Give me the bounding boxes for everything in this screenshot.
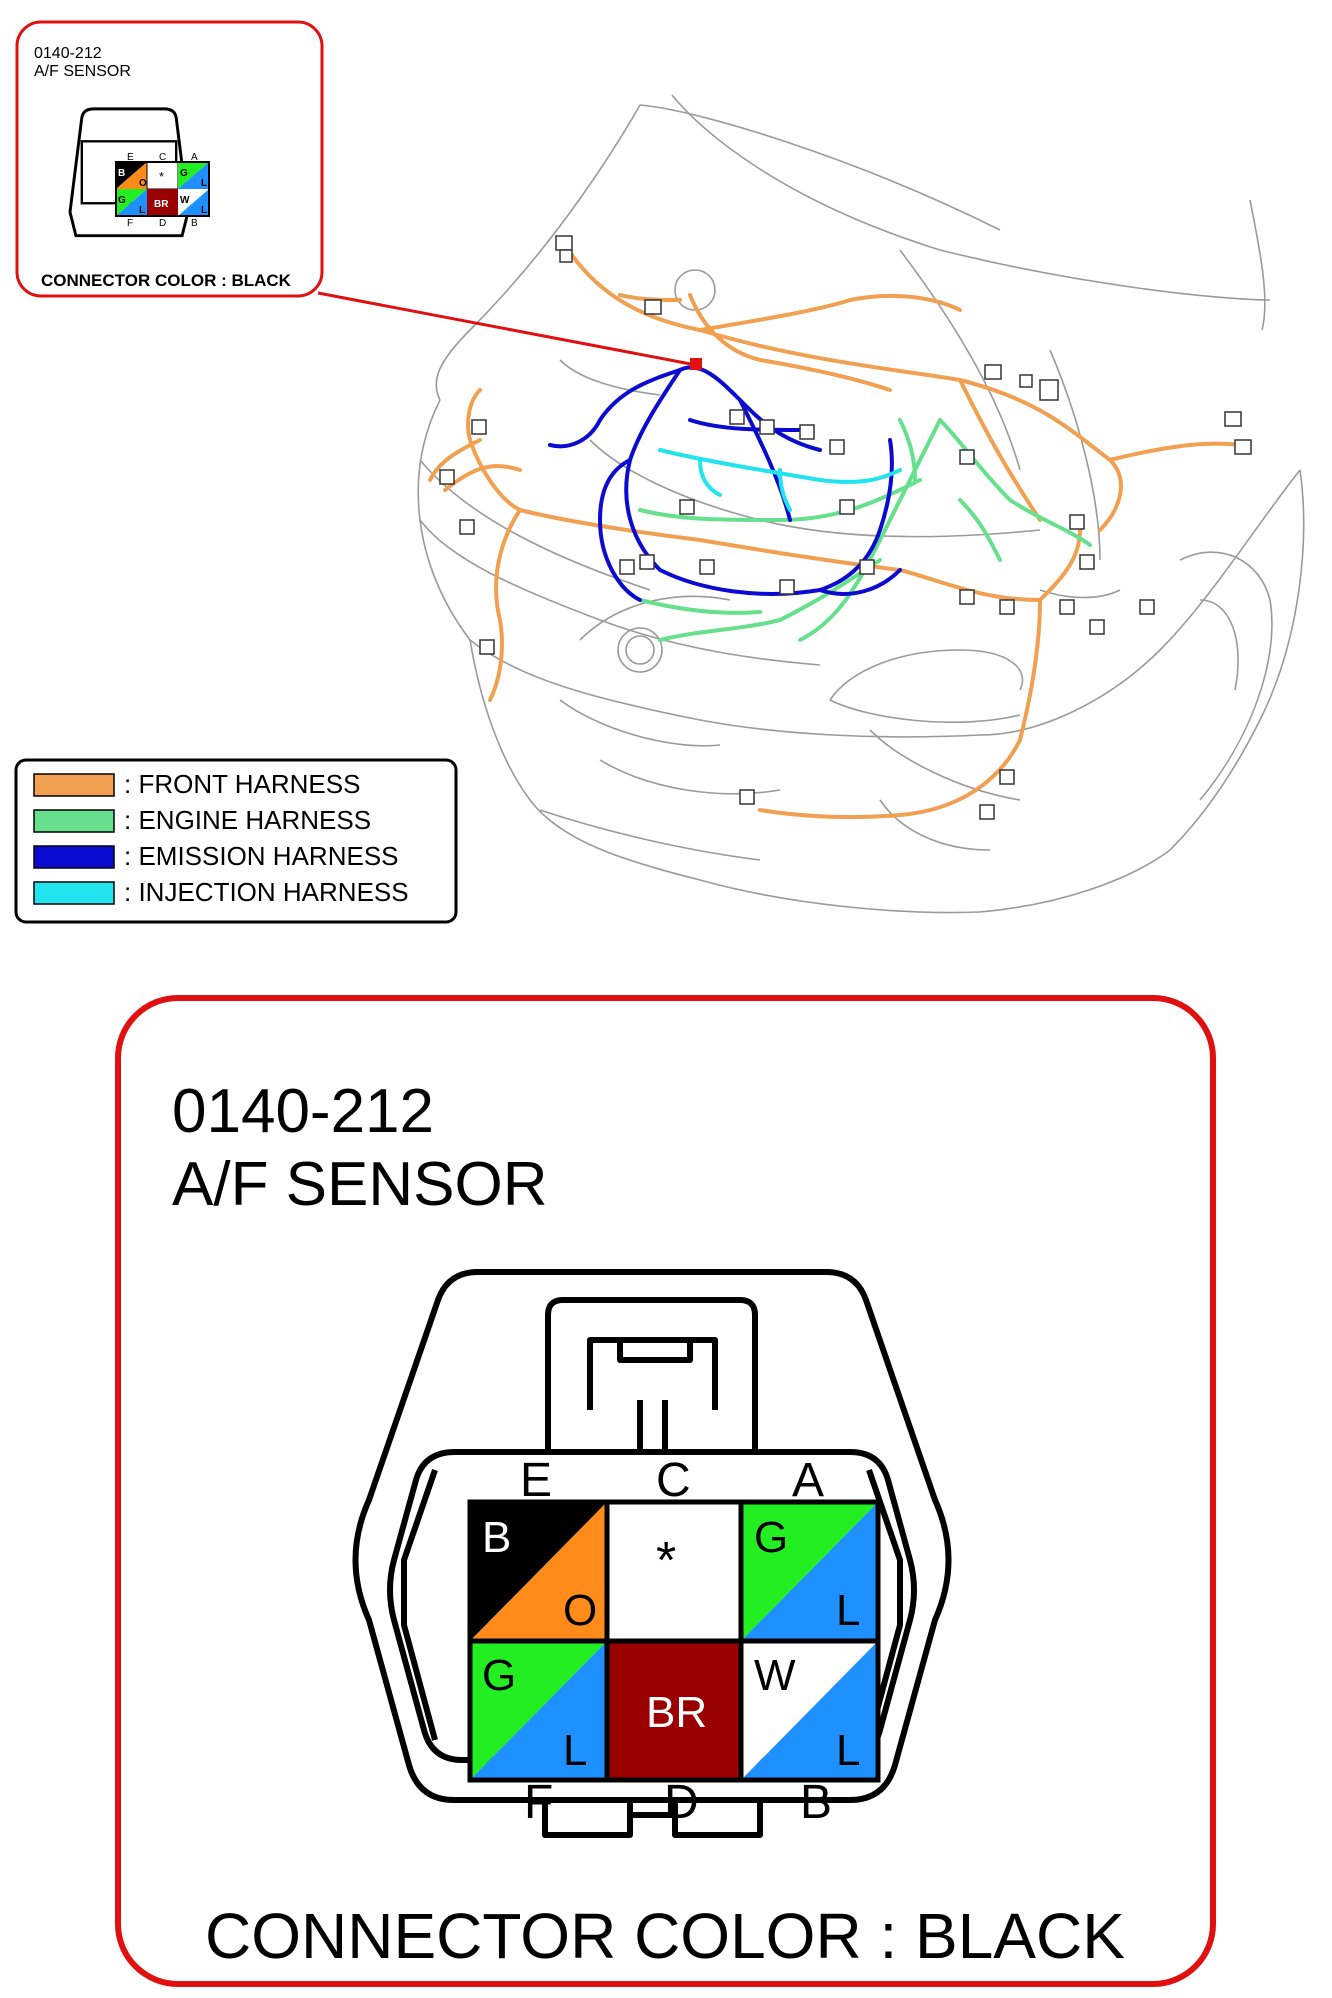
letter-e: E <box>520 1454 552 1507</box>
small-connector-pins: B O * G L G L BR W L E C A F D B <box>115 152 210 229</box>
letter-b: B <box>800 1776 832 1829</box>
svg-text:A: A <box>191 152 198 163</box>
legend-label-emission: : EMISSION HARNESS <box>124 841 399 871</box>
large-callout-code: 0140-212 <box>172 1077 434 1146</box>
pin-b-upper-label: W <box>754 1651 796 1700</box>
callout-leader-line <box>317 291 697 367</box>
pin-f-upper-label: G <box>482 1651 516 1700</box>
small-callout-connector-color: CONNECTOR COLOR : BLACK <box>41 271 292 290</box>
pin-d <box>607 1641 741 1780</box>
letter-d: D <box>664 1776 699 1829</box>
svg-text:F: F <box>127 218 133 229</box>
legend-swatch-engine <box>33 809 115 833</box>
legend-label-engine: : ENGINE HARNESS <box>124 805 371 835</box>
legend-swatch-emission <box>33 845 115 869</box>
legend-swatch-front <box>33 773 115 797</box>
svg-text:G: G <box>118 195 126 206</box>
injection-harness <box>658 448 902 512</box>
legend-label-front: : FRONT HARNESS <box>124 769 360 799</box>
pin-e-lower <box>470 1502 607 1641</box>
pin-e-lower-label: O <box>563 1586 597 1635</box>
svg-text:W: W <box>180 195 190 206</box>
letter-c: C <box>656 1454 691 1507</box>
pin-f-lower <box>470 1641 607 1780</box>
pin-a-lower <box>741 1502 878 1641</box>
svg-text:B: B <box>118 168 125 179</box>
svg-text:G: G <box>180 168 188 179</box>
svg-text:L: L <box>139 205 145 216</box>
svg-text:L: L <box>201 178 207 189</box>
front-harness <box>428 243 1242 820</box>
sensor-location-marker <box>690 358 702 370</box>
pin-b-lower <box>741 1641 878 1780</box>
letter-f: F <box>524 1776 553 1829</box>
pin-c-label: * <box>656 1532 676 1590</box>
pin-a-upper-label: G <box>754 1513 788 1562</box>
svg-text:E: E <box>127 152 134 163</box>
engine-harness <box>638 418 1092 642</box>
svg-text:B: B <box>191 218 198 229</box>
legend-label-injection: : INJECTION HARNESS <box>124 877 409 907</box>
svg-text:BR: BR <box>154 199 169 210</box>
pin-b-lower-label: L <box>836 1726 860 1775</box>
pin-d-label: BR <box>646 1688 707 1737</box>
large-callout-name: A/F SENSOR <box>172 1150 548 1219</box>
large-callout-connector-color: CONNECTOR COLOR : BLACK <box>205 1900 1125 1972</box>
small-callout: 0140-212 A/F SENSOR CONNECTOR COLOR : BL… <box>15 20 324 298</box>
small-callout-code: 0140-212 <box>34 45 102 62</box>
pin-c <box>607 1502 741 1641</box>
small-callout-name: A/F SENSOR <box>34 63 131 80</box>
car-outline <box>417 94 1305 914</box>
svg-text:L: L <box>201 205 207 216</box>
harness-connectors <box>439 235 1252 820</box>
svg-text:*: * <box>159 169 164 184</box>
connector-position-letters: E C A F D B <box>520 1454 832 1829</box>
svg-text:O: O <box>139 178 147 189</box>
svg-text:D: D <box>159 218 166 229</box>
svg-text:C: C <box>159 152 166 163</box>
connector-pin-labels: B O * G L G L BR W L <box>482 1513 860 1775</box>
pin-f-lower-label: L <box>563 1726 587 1775</box>
letter-a: A <box>792 1454 824 1507</box>
harness-legend: : FRONT HARNESS : ENGINE HARNESS : EMISS… <box>14 758 458 924</box>
pin-e-upper-label: B <box>482 1513 511 1562</box>
legend-swatch-injection <box>33 881 115 905</box>
pin-a-lower-label: L <box>836 1586 860 1635</box>
connector-pins <box>467 1499 881 1783</box>
